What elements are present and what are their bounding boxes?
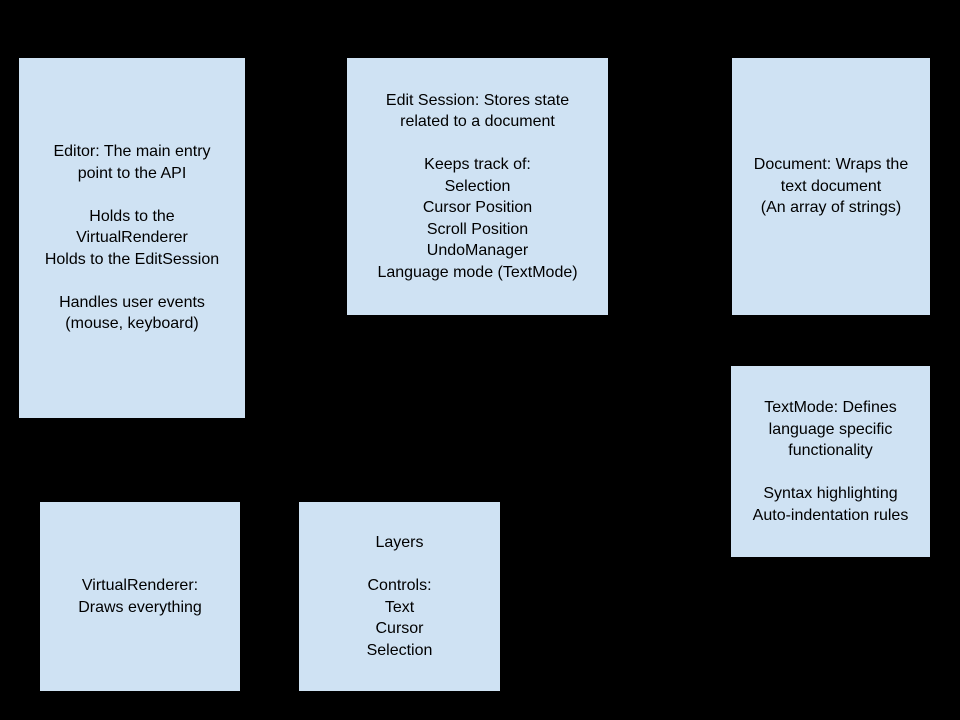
textmode-node: TextMode: Defines language specific func… [730, 365, 931, 558]
textmode-node-label: TextMode: Defines language specific func… [752, 399, 909, 524]
virtualrenderer-node: VirtualRenderer: Draws everything [39, 501, 241, 692]
document-node: Document: Wraps the text document (An ar… [731, 57, 931, 316]
edit-session-node-label: Edit Session: Stores state related to a … [377, 91, 578, 281]
virtualrenderer-node-label: VirtualRenderer: Draws everything [78, 577, 202, 616]
editor-node-label: Editor: The main entry point to the API … [44, 143, 220, 333]
layers-node: Layers Controls: Text Cursor Selection [298, 501, 501, 692]
document-node-label: Document: Wraps the text document (An ar… [753, 156, 909, 217]
edit-session-node: Edit Session: Stores state related to a … [346, 57, 609, 316]
layers-node-label: Layers Controls: Text Cursor Selection [366, 534, 433, 659]
editor-node: Editor: The main entry point to the API … [18, 57, 246, 419]
